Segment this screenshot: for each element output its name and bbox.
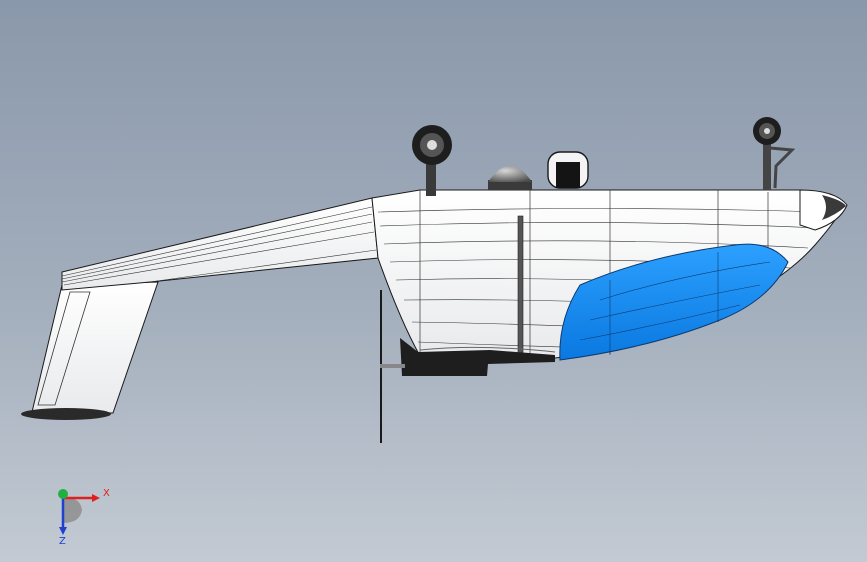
rear-camera-mount bbox=[412, 125, 452, 196]
x-axis-label: X bbox=[103, 488, 110, 499]
nose-cone bbox=[799, 189, 848, 231]
dome-sensor bbox=[488, 166, 532, 190]
side-window-panel bbox=[559, 243, 789, 361]
bottom-keel bbox=[380, 338, 556, 376]
tail-fin bbox=[21, 281, 159, 420]
center-mast bbox=[517, 215, 524, 357]
tail-boom bbox=[61, 197, 379, 291]
front-camera-mount bbox=[753, 117, 796, 190]
camera-housing bbox=[547, 151, 589, 189]
coordinate-triad: X Z bbox=[58, 488, 110, 547]
z-axis-label: Z bbox=[59, 536, 66, 547]
y-axis-dot bbox=[58, 489, 68, 499]
